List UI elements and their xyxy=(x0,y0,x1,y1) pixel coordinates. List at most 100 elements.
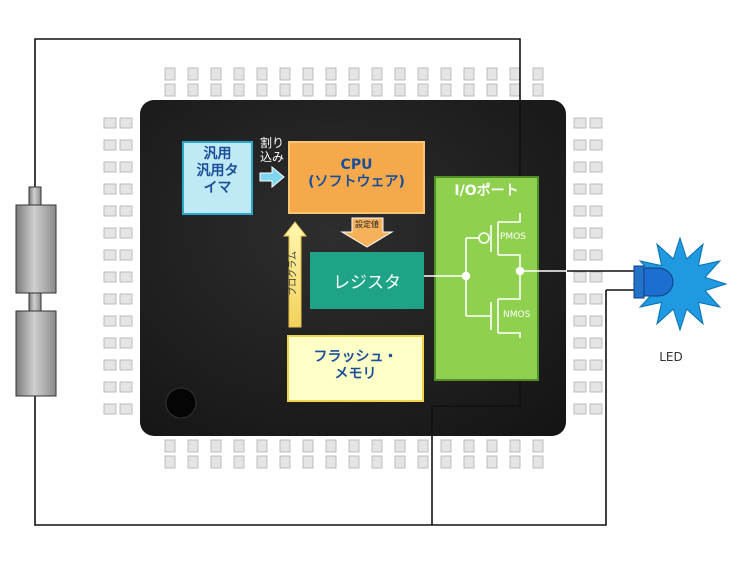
chip-pin xyxy=(256,455,268,469)
chip-pin xyxy=(394,83,406,97)
chip-pin xyxy=(233,67,245,81)
chip-pin xyxy=(187,439,199,453)
chip-pin xyxy=(103,293,117,305)
chip-pin xyxy=(302,439,314,453)
chip-pin xyxy=(573,381,587,393)
chip-pin xyxy=(573,293,587,305)
chip-pin xyxy=(103,381,117,393)
chip-pin xyxy=(532,455,544,469)
led-light-burst xyxy=(632,236,728,332)
chip-pin1-mark xyxy=(165,387,197,419)
chip-pin xyxy=(164,83,176,97)
chip-pins xyxy=(103,67,603,469)
chip-pin xyxy=(589,249,603,261)
chip-pin xyxy=(233,439,245,453)
chip-pin xyxy=(417,67,429,81)
chip-pin xyxy=(164,439,176,453)
chip-pin xyxy=(256,67,268,81)
chip-pin xyxy=(103,227,117,239)
interrupt-label-line1: 割り xyxy=(259,136,284,150)
led-label: LED xyxy=(659,350,683,364)
timer-label-line1: 汎用 xyxy=(203,146,232,162)
chip-pin xyxy=(103,337,117,349)
chip-pin xyxy=(302,83,314,97)
chip-pin xyxy=(103,403,117,415)
chip-pin xyxy=(589,227,603,239)
chip-pin xyxy=(463,455,475,469)
chip-pin xyxy=(279,439,291,453)
chip-pin xyxy=(233,83,245,97)
chip-pin xyxy=(573,183,587,195)
chip-pin xyxy=(417,455,429,469)
interrupt-label-line2: 込み xyxy=(259,150,284,165)
chip-pin xyxy=(532,67,544,81)
chip-pin xyxy=(103,183,117,195)
chip-pin xyxy=(371,455,383,469)
chip-pin xyxy=(187,455,199,469)
register-label: レジスタ xyxy=(333,273,401,293)
interrupt-label: 割り 込み xyxy=(254,136,290,165)
chip-pin xyxy=(210,83,222,97)
chip-pin xyxy=(463,67,475,81)
nmos-label: NMOS xyxy=(503,310,531,320)
battery xyxy=(15,186,57,397)
chip-pin xyxy=(573,359,587,371)
chip-pin xyxy=(486,83,498,97)
chip-pin xyxy=(103,161,117,173)
chip-pin xyxy=(103,117,117,129)
chip-pin xyxy=(119,205,133,217)
cpu-label-line2: (ソフトウェア) xyxy=(308,173,405,190)
chip-pin xyxy=(256,83,268,97)
chip-pin xyxy=(325,439,337,453)
chip-pin xyxy=(509,439,521,453)
cpu-box xyxy=(288,141,425,214)
chip-pin xyxy=(486,439,498,453)
chip-pin xyxy=(164,67,176,81)
chip-pin xyxy=(573,249,587,261)
chip-pin xyxy=(119,359,133,371)
chip-pin xyxy=(394,455,406,469)
chip-pin xyxy=(573,139,587,151)
chip-pin xyxy=(440,67,452,81)
chip-pin xyxy=(509,83,521,97)
chip-pin xyxy=(210,67,222,81)
chip-pin xyxy=(573,227,587,239)
chip-pin xyxy=(589,293,603,305)
chip-pin xyxy=(103,271,117,283)
chip-pin xyxy=(573,205,587,217)
chip-pin xyxy=(589,205,603,217)
chip-pin xyxy=(119,337,133,349)
chip-pin xyxy=(210,439,222,453)
chip-pin xyxy=(573,271,587,283)
chip-pin xyxy=(279,67,291,81)
chip-pin xyxy=(589,337,603,349)
timer-label-line3: イマ xyxy=(203,179,232,196)
program-arrow xyxy=(282,221,308,328)
chip-pin xyxy=(589,117,603,129)
chip-pin xyxy=(440,83,452,97)
flash-label: フラッシュ・ メモリ xyxy=(288,349,423,383)
chip-pin xyxy=(417,439,429,453)
chip-pin xyxy=(103,139,117,151)
chip-pin xyxy=(532,439,544,453)
chip-pin xyxy=(302,67,314,81)
chip-pin xyxy=(348,439,360,453)
chip-pin xyxy=(417,83,429,97)
chip-pin xyxy=(371,67,383,81)
chip-pin xyxy=(589,161,603,173)
chip-pin xyxy=(119,271,133,283)
program-label: プログラム xyxy=(288,251,299,296)
cpu-label-line1: CPU xyxy=(340,157,373,173)
settings-arrow xyxy=(340,217,394,248)
chip-pin xyxy=(463,83,475,97)
chip-pin xyxy=(573,117,587,129)
chip-pin xyxy=(589,403,603,415)
chip-pin xyxy=(325,455,337,469)
io-port-box xyxy=(434,176,539,381)
timer-label: 汎用 汎用タ イマ xyxy=(183,146,252,196)
chip-pin xyxy=(302,455,314,469)
chip-pin xyxy=(573,161,587,173)
flash-label-line1: フラッシュ・ xyxy=(313,349,398,365)
chip-pin xyxy=(325,67,337,81)
chip-pin xyxy=(119,161,133,173)
